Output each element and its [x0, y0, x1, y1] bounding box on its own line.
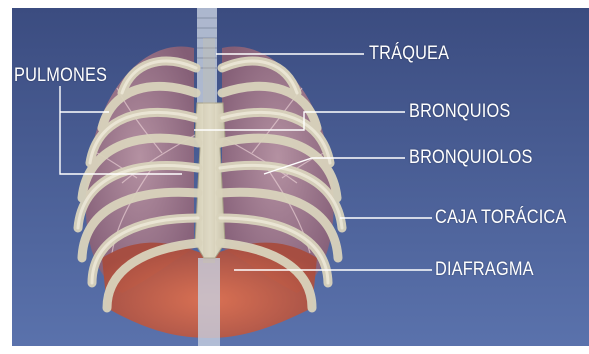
- label-traquea: TRÁQUEA: [369, 43, 449, 65]
- label-bronquios: BRONQUIOS: [409, 101, 510, 123]
- esophagus-aorta: [198, 258, 220, 346]
- label-diafragma: DIAFRAGMA: [435, 259, 534, 281]
- anatomy-illustration: [12, 8, 589, 346]
- label-bronquiolos: BRONQUIOLOS: [409, 147, 533, 169]
- illustration-panel: PULMONES TRÁQUEA BRONQUIOS BRONQUIOLOS C…: [12, 8, 589, 346]
- label-pulmones: PULMONES: [14, 65, 107, 87]
- label-caja-toracica: CAJA TORÁCICA: [435, 207, 566, 229]
